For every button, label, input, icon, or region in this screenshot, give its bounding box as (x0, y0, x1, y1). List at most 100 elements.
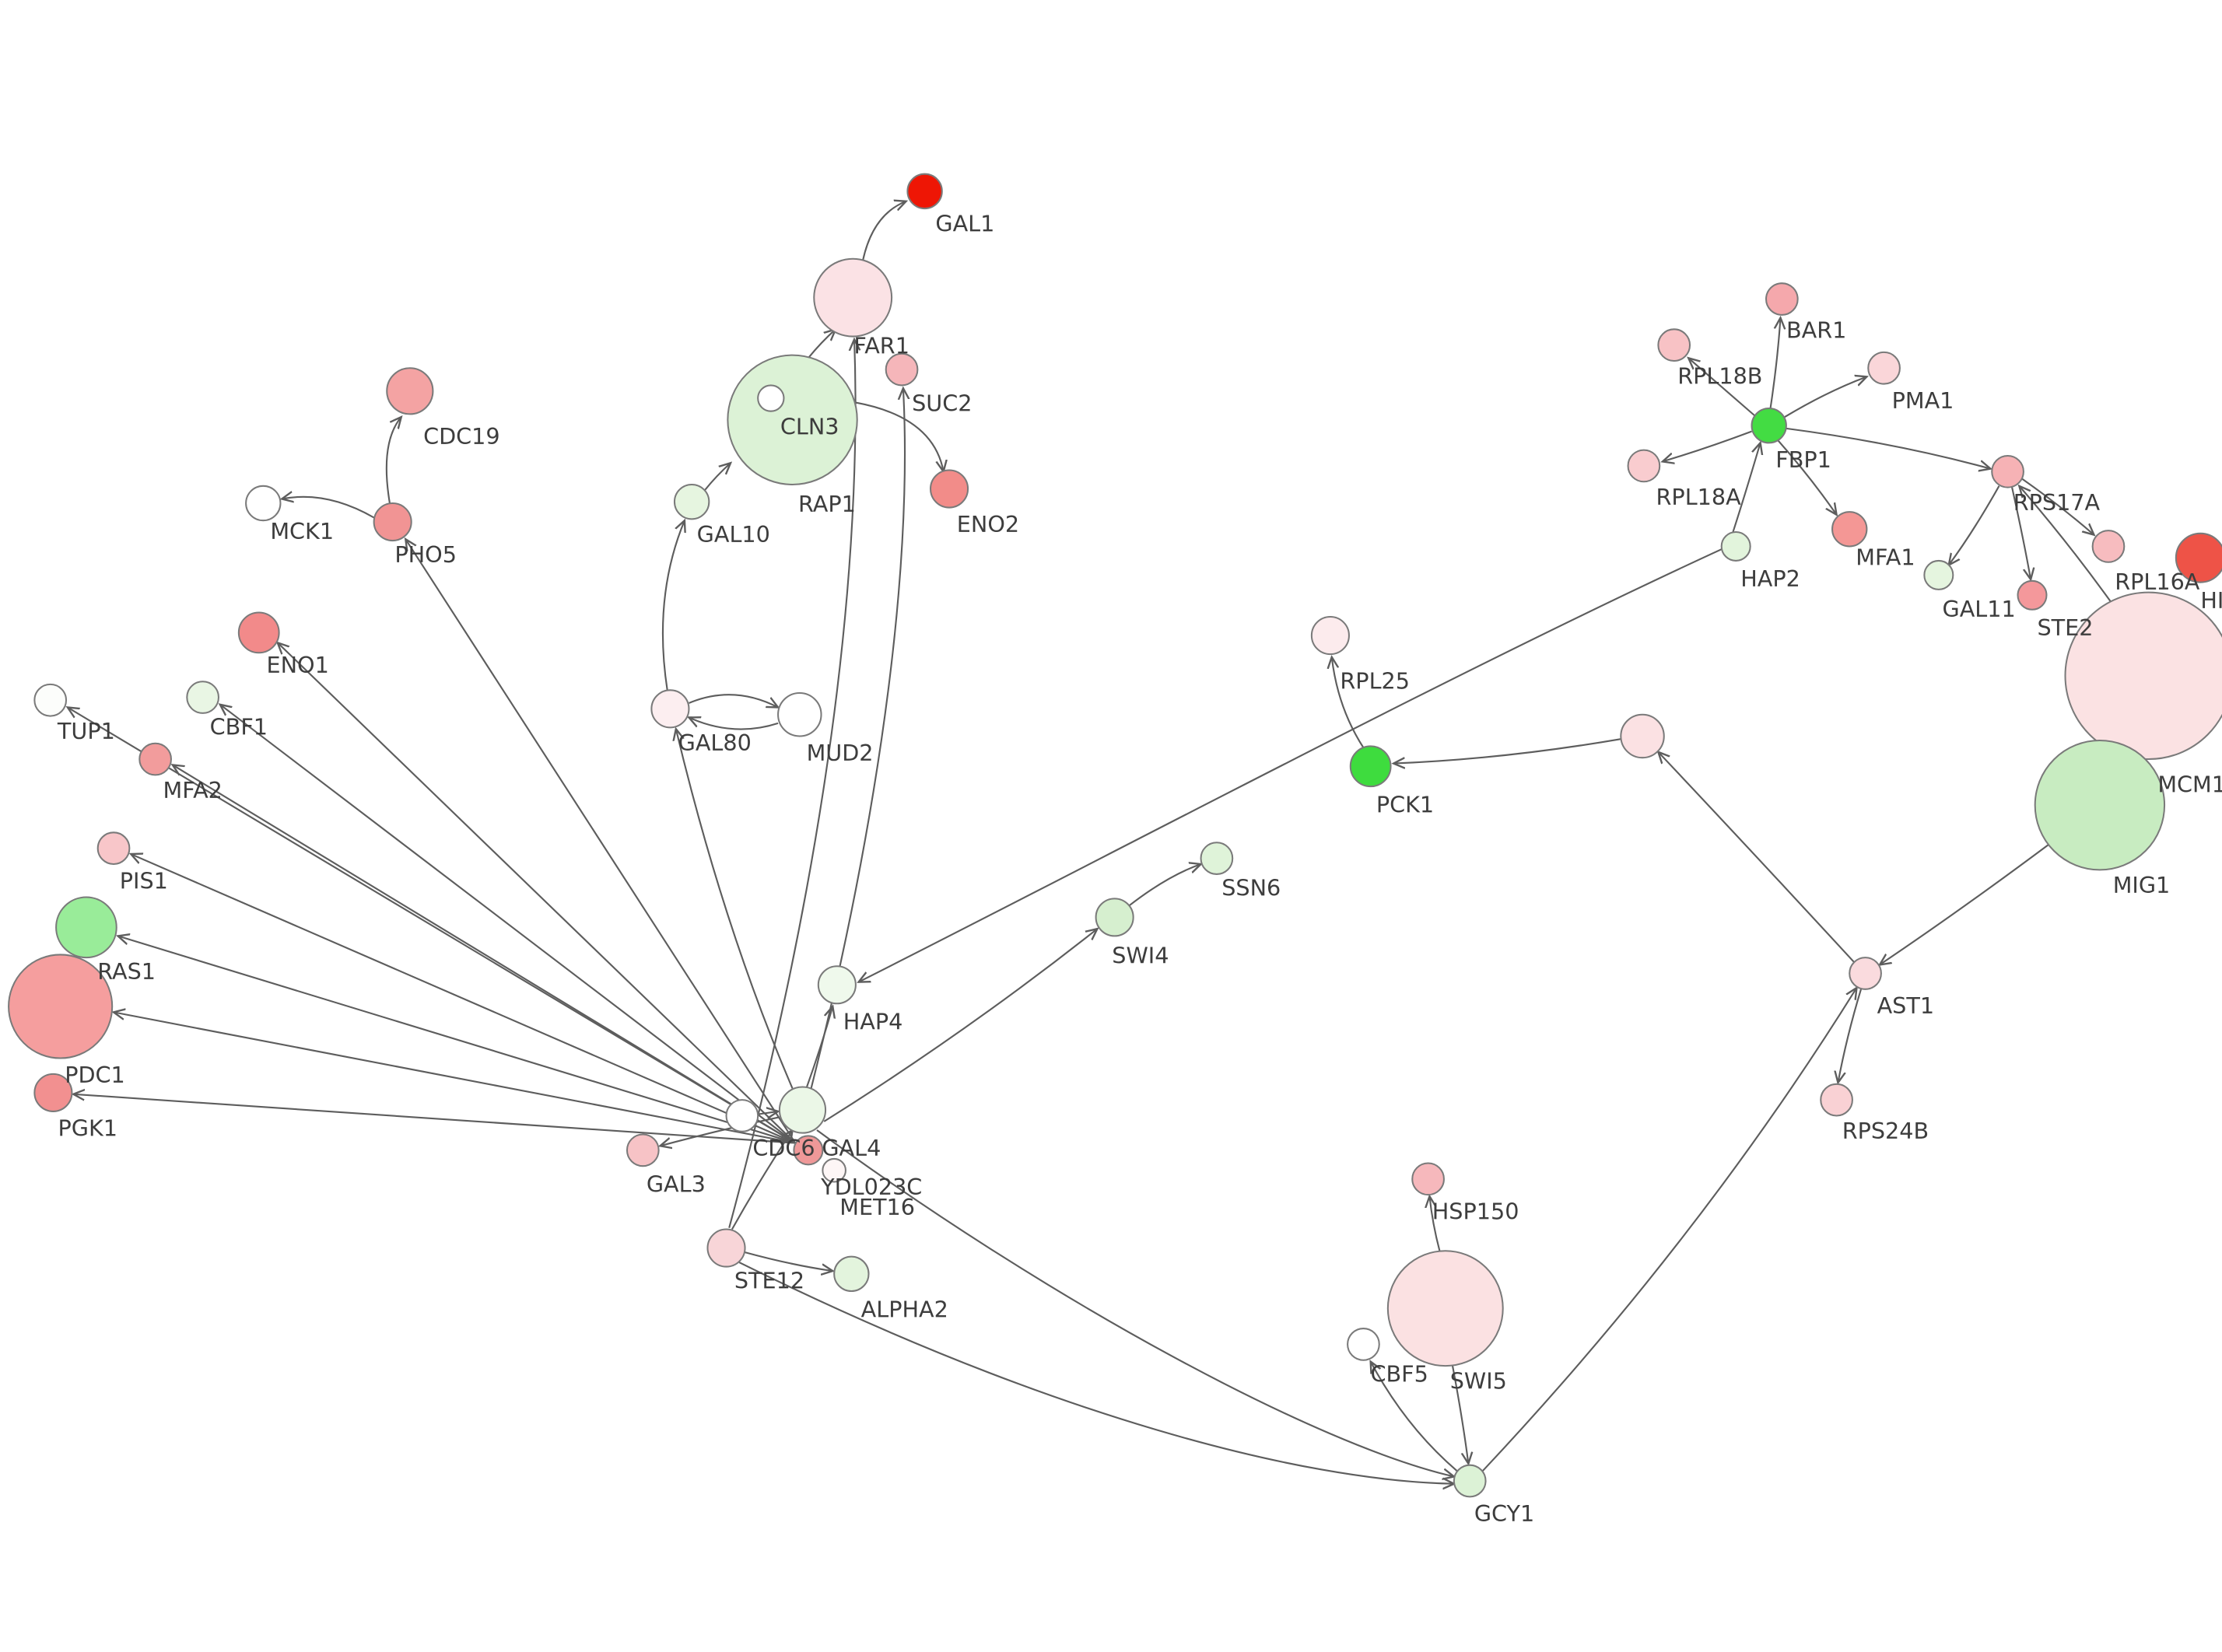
node-PHO5[interactable] (373, 502, 412, 542)
node-HSP150[interactable] (1411, 1162, 1445, 1196)
node-GAL10[interactable] (673, 483, 710, 520)
node-GAL80[interactable] (650, 689, 690, 729)
node-CLN3[interactable] (757, 384, 785, 412)
edge-FAR1-GAL1[interactable] (862, 201, 906, 261)
node-PMA1[interactable] (1867, 351, 1901, 385)
edge-FBP1-BAR1[interactable] (1769, 318, 1781, 409)
edge-FBP1-RPS17A[interactable] (1786, 427, 1990, 469)
edge-GAL4-PHO5[interactable] (405, 539, 797, 1144)
node-RPL18B[interactable] (1657, 328, 1691, 362)
node-MCM1[interactable] (2064, 591, 2222, 761)
edge-PCK1-RPL25[interactable] (1332, 657, 1365, 748)
node-MFA2[interactable] (138, 742, 172, 776)
node-HIS4[interactable] (2175, 532, 2222, 583)
edge-HAP2-HAP4[interactable] (859, 548, 1723, 982)
edge-GAL4-MFA2[interactable] (173, 765, 796, 1144)
edge-RPS17A-RPL16A[interactable] (2021, 478, 2094, 535)
node-PIS1[interactable] (96, 831, 131, 866)
node-ENO2[interactable] (929, 469, 969, 509)
edge-STE12-GAL4[interactable] (731, 1130, 793, 1230)
node-STE12[interactable] (706, 1228, 746, 1268)
node-GAL1[interactable] (906, 173, 943, 210)
edge-GAL4-PGK1[interactable] (73, 1094, 796, 1144)
node-GAL3[interactable] (626, 1133, 660, 1167)
node-SUC2[interactable] (885, 352, 919, 387)
edge-AST1-SIP4[interactable] (1658, 752, 1855, 963)
edge-STE12-FAR1[interactable] (728, 339, 855, 1228)
node-TUP1[interactable] (33, 683, 68, 717)
edge-GAL10-RAP1[interactable] (703, 463, 731, 492)
edge-GAL4-GAL3[interactable] (660, 1116, 780, 1146)
node-RAP1[interactable] (727, 354, 858, 485)
node-PCK1[interactable] (1349, 745, 1392, 788)
edge-RAP1-ENO2[interactable] (855, 401, 944, 472)
node-CBF1[interactable] (186, 681, 219, 714)
node-FAR1[interactable] (813, 257, 893, 338)
edge-GCY1-AST1[interactable] (1482, 988, 1857, 1472)
node-SWI5[interactable] (1386, 1250, 1504, 1367)
edge-GAL80-MUD2[interactable] (689, 694, 778, 707)
edge-GAL4-GCY1[interactable] (816, 1129, 1454, 1476)
edge-GAL4-CBF1[interactable] (220, 705, 796, 1144)
edge-SWI5-HSP150[interactable] (1429, 1196, 1441, 1251)
edge-SWI4-SSN6[interactable] (1128, 864, 1200, 907)
node-GAL4[interactable] (778, 1086, 827, 1134)
edge-FBP1-PMA1[interactable] (1784, 376, 1866, 418)
node-YDL023C[interactable] (793, 1135, 824, 1166)
edge-PHO5-MCK1[interactable] (282, 497, 375, 519)
edge-GAL4-TUP1[interactable] (68, 707, 796, 1144)
node-MFA1[interactable] (1831, 511, 1868, 548)
edge-MIG1-AST1[interactable] (1880, 843, 2050, 964)
edge-GAL80-GAL10[interactable] (661, 520, 685, 691)
node-GAL11[interactable] (1923, 559, 1954, 590)
edge-MUD2-GAL80[interactable] (689, 717, 779, 730)
node-RPL18A[interactable] (1627, 449, 1661, 483)
node-SIP4[interactable] (1620, 713, 1665, 759)
node-BAR1[interactable] (1765, 282, 1799, 316)
node-FBP1[interactable] (1751, 407, 1787, 444)
node-MUD2[interactable] (777, 691, 822, 737)
edge-FBP1-RPL18B[interactable] (1688, 358, 1755, 417)
node-MET16[interactable] (822, 1157, 846, 1183)
edge-RAP1-FAR1[interactable] (808, 329, 836, 359)
edge-RPS17A-GAL11[interactable] (1949, 485, 2000, 565)
edge-GAL4-GAL80[interactable] (676, 729, 794, 1089)
node-RAS1[interactable] (55, 896, 117, 959)
edge-GAL4-PDC1[interactable] (114, 1012, 796, 1144)
node-ALPHA2[interactable] (833, 1255, 870, 1293)
edge-FBP1-MFA1[interactable] (1777, 439, 1837, 515)
node-HAP4[interactable] (817, 965, 857, 1005)
edge-HAP2-FBP1[interactable] (1732, 443, 1760, 533)
edge-GAL4-HAP4[interactable] (806, 1006, 832, 1087)
node-STE2[interactable] (2017, 579, 2048, 611)
edge-SWI5-GCY1[interactable] (1451, 1365, 1468, 1464)
node-RPS24B[interactable] (1820, 1083, 1853, 1117)
node-MCK1[interactable] (245, 485, 282, 522)
edge-PHO5-CDC19[interactable] (385, 417, 401, 504)
node-RPS17A[interactable] (1991, 454, 2024, 488)
node-RPL25[interactable] (1310, 616, 1350, 656)
node-SWI4[interactable] (1095, 898, 1134, 937)
node-RPL16A[interactable] (2091, 530, 2126, 563)
node-AST1[interactable] (1849, 957, 1882, 990)
edge-GCY1-CBF5[interactable] (1371, 1362, 1458, 1472)
node-GCY1[interactable] (1453, 1464, 1487, 1498)
node-CDC6[interactable] (725, 1099, 759, 1132)
edge-CDC6-GAL4[interactable] (758, 1111, 778, 1115)
node-CDC19[interactable] (386, 367, 434, 415)
edge-SIP4-PCK1[interactable] (1393, 738, 1621, 763)
node-CBF5[interactable] (1347, 1328, 1380, 1361)
node-ENO1[interactable] (237, 611, 280, 654)
node-HAP2[interactable] (1720, 530, 1751, 562)
edge-MCM1-RPS17A[interactable] (2019, 486, 2112, 604)
node-MIG1[interactable] (2034, 739, 2166, 871)
edge-GAL4-ENO1[interactable] (278, 642, 796, 1144)
edge-RPS17A-STE2[interactable] (2011, 487, 2031, 579)
node-PDC1[interactable] (8, 954, 114, 1059)
edge-AST1-RPS24B[interactable] (1838, 989, 1863, 1083)
edge-STE12-ALPHA2[interactable] (745, 1251, 833, 1271)
node-SSN6[interactable] (1200, 842, 1234, 875)
edge-GAL4-RAS1[interactable] (118, 936, 796, 1144)
